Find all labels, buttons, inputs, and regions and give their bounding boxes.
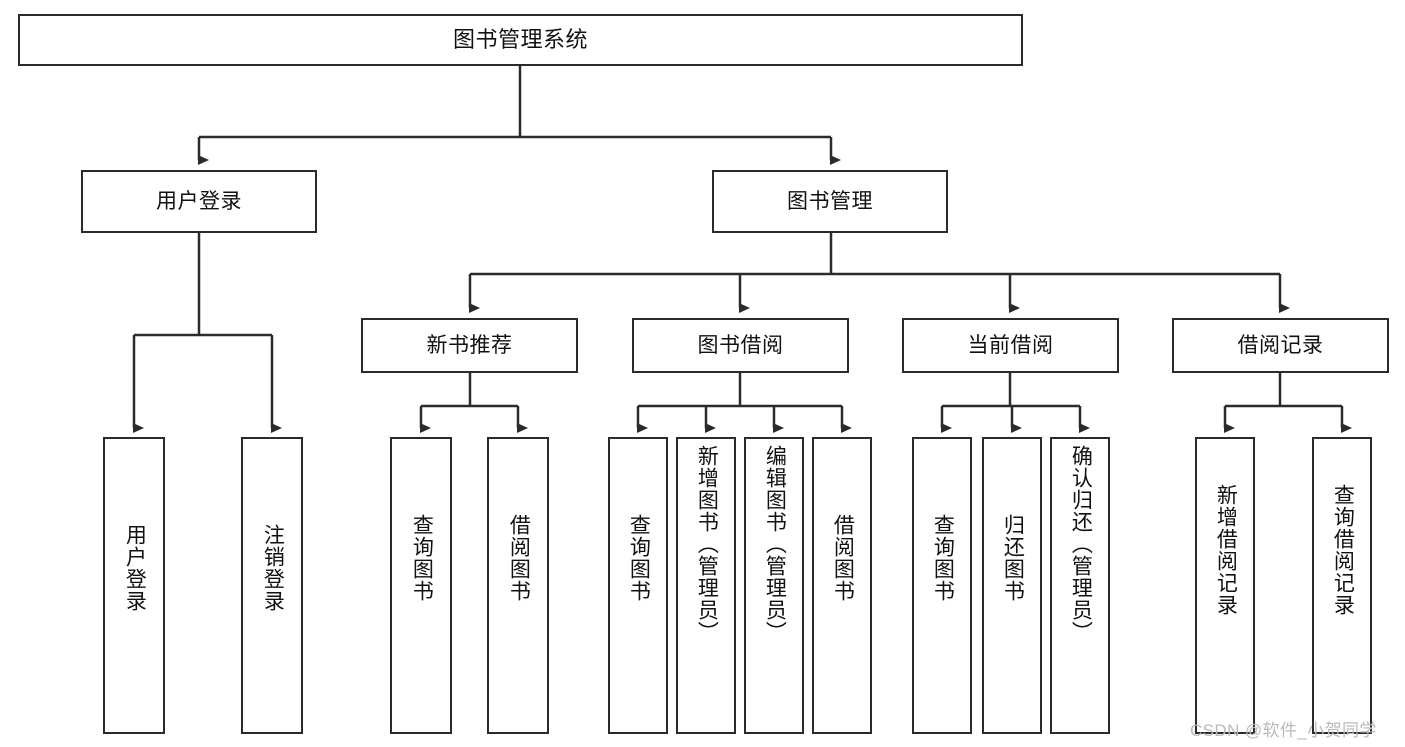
node-borrow-record[interactable]: 借阅记录 bbox=[1172, 318, 1389, 373]
node-leaf-edit-book-admin[interactable]: 编辑图书（管理员） bbox=[744, 437, 804, 734]
node-leaf-return-book[interactable]: 归还图书 bbox=[982, 437, 1042, 734]
node-current-borrow[interactable]: 当前借阅 bbox=[902, 318, 1119, 373]
node-leaf-edit-book-admin-label: 编辑图书（管理员） bbox=[763, 445, 787, 643]
node-leaf-return-book-label: 归还图书 bbox=[1001, 514, 1025, 602]
node-book-borrow[interactable]: 图书借阅 bbox=[632, 318, 849, 373]
node-leaf-user-login[interactable]: 用户登录 bbox=[103, 437, 165, 734]
node-leaf-query-borrow-record-label: 查询借阅记录 bbox=[1331, 484, 1355, 616]
node-leaf-add-borrow-record[interactable]: 新增借阅记录 bbox=[1195, 437, 1255, 734]
node-leaf-add-book-admin[interactable]: 新增图书（管理员） bbox=[676, 437, 736, 734]
node-leaf-query-borrow-record[interactable]: 查询借阅记录 bbox=[1312, 437, 1372, 734]
node-leaf-query-book-cur-label: 查询图书 bbox=[931, 514, 955, 602]
node-current-borrow-label: 当前借阅 bbox=[967, 333, 1054, 357]
node-leaf-confirm-return-admin[interactable]: 确认归还（管理员） bbox=[1050, 437, 1110, 734]
node-leaf-add-book-admin-label: 新增图书（管理员） bbox=[695, 445, 719, 643]
node-new-book-rec[interactable]: 新书推荐 bbox=[361, 318, 578, 373]
node-user-login-label: 用户登录 bbox=[156, 189, 242, 213]
edge-group-borrow-record bbox=[1223, 373, 1352, 433]
node-leaf-query-book-rec-label: 查询图书 bbox=[410, 514, 434, 602]
node-leaf-borrow-book-label: 借阅图书 bbox=[831, 514, 855, 602]
node-user-login[interactable]: 用户登录 bbox=[81, 170, 317, 233]
edge-group-new-book-rec bbox=[419, 373, 528, 433]
node-leaf-add-borrow-record-label: 新增借阅记录 bbox=[1214, 484, 1238, 616]
node-book-manage[interactable]: 图书管理 bbox=[712, 170, 948, 233]
node-root[interactable]: 图书管理系统 bbox=[18, 14, 1023, 66]
node-book-manage-label: 图书管理 bbox=[787, 189, 873, 213]
node-leaf-borrow-book-rec-label: 借阅图书 bbox=[507, 514, 531, 602]
node-leaf-user-logout[interactable]: 注销登录 bbox=[241, 437, 303, 734]
edge-group-root bbox=[197, 66, 841, 165]
node-borrow-record-label: 借阅记录 bbox=[1237, 333, 1324, 357]
node-leaf-borrow-book-rec[interactable]: 借阅图书 bbox=[487, 437, 549, 734]
edge-group-current-borrow bbox=[940, 373, 1090, 433]
node-new-book-rec-label: 新书推荐 bbox=[426, 333, 513, 357]
edge-group-book-borrow bbox=[636, 373, 852, 433]
edge-group-user-login bbox=[132, 233, 282, 433]
node-leaf-query-book-borrow[interactable]: 查询图书 bbox=[608, 437, 668, 734]
edge-group-book-manage bbox=[468, 233, 1290, 313]
node-leaf-user-logout-label: 注销登录 bbox=[261, 524, 285, 612]
node-leaf-borrow-book[interactable]: 借阅图书 bbox=[812, 437, 872, 734]
node-book-borrow-label: 图书借阅 bbox=[697, 333, 784, 357]
node-leaf-query-book-cur[interactable]: 查询图书 bbox=[912, 437, 972, 734]
node-root-label: 图书管理系统 bbox=[452, 26, 588, 52]
node-leaf-confirm-return-admin-label: 确认归还（管理员） bbox=[1069, 445, 1093, 643]
node-leaf-query-book-rec[interactable]: 查询图书 bbox=[390, 437, 452, 734]
node-leaf-user-login-label: 用户登录 bbox=[123, 524, 147, 612]
watermark-text: CSDN @软件_小贺同学 bbox=[1190, 721, 1377, 740]
node-leaf-query-book-borrow-label: 查询图书 bbox=[627, 514, 651, 602]
